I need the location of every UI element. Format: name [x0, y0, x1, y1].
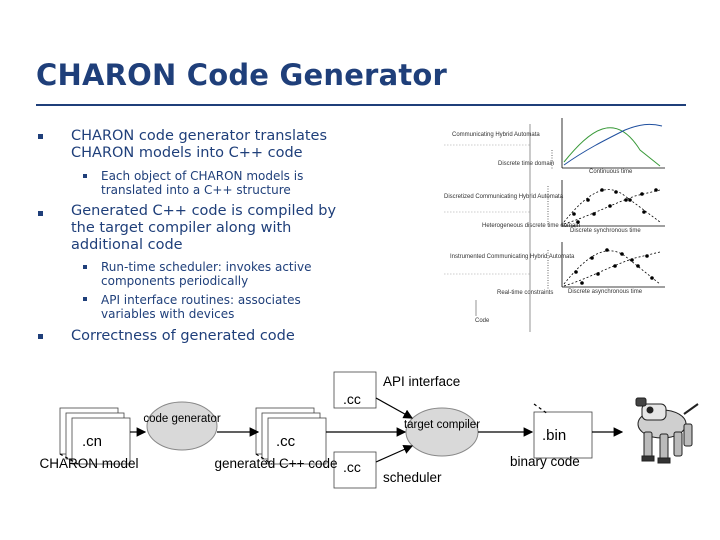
code-generator-node [146, 401, 218, 451]
sub-bullet-marker [83, 265, 87, 269]
binary-code-label: binary code [510, 454, 580, 469]
label-heterogeneous: Heterogeneous discrete time domain [482, 223, 580, 229]
bin-file-label: .bin [542, 427, 566, 444]
sub-bullet-2-1: Run-time scheduler: invokes active compo… [101, 260, 312, 288]
target-compiler-node [405, 407, 479, 457]
label-hybrid: Communicating Hybrid Automata [452, 132, 540, 138]
robot-dog-image [635, 397, 699, 464]
label-realtime: Real-time constraints [497, 290, 553, 296]
bullet-3: Correctness of generated code [71, 328, 295, 344]
label-discrete-domain: Discrete time domain [498, 161, 554, 167]
scheduler-label: scheduler [383, 470, 442, 485]
bullet-marker [38, 211, 43, 216]
label-code: Code [475, 318, 490, 324]
cc-file-label: .cc [276, 433, 296, 450]
cc-file-stack [255, 407, 327, 465]
label-discretized: Discretized Communicating Hybrid Automat… [444, 194, 564, 200]
label-instrumented: Instrumented Communicating Hybrid Automa… [450, 254, 575, 260]
bullet-marker [38, 334, 43, 339]
svg-text:.cc: .cc [343, 459, 361, 475]
svg-text:.cc: .cc [343, 391, 361, 407]
svg-text:code generator: code generator [143, 413, 221, 425]
sub-bullet-marker [83, 297, 87, 301]
sub-bullet-1-1: Each object of CHARON models is translat… [101, 169, 304, 197]
charon-model-label: CHARON model [39, 456, 138, 471]
cn-file-stack [59, 407, 131, 465]
scheduler-cc-file [333, 451, 377, 489]
bullet-marker [38, 134, 43, 139]
label-continuous: Continuous time [589, 169, 633, 175]
label-discrete-sync2: Discrete asynchronous time [568, 289, 643, 295]
api-interface-label: API interface [383, 374, 460, 389]
sub-bullet-marker [83, 174, 87, 178]
slide-title: CHARON Code Generator [36, 58, 448, 92]
continuous-curve-green [563, 127, 661, 167]
continuous-curve-blue [563, 123, 663, 166]
svg-text:target compiler: target compiler [404, 419, 480, 431]
bullet-2: Generated C++ code is compiled by the ta… [71, 203, 337, 253]
bullet-1: CHARON code generator translates CHARON … [71, 128, 328, 161]
generated-code-label: generated C++ code [214, 456, 337, 471]
cn-file-label: .cn [82, 433, 102, 450]
bin-file [533, 411, 593, 459]
api-cc-file [333, 371, 377, 409]
sub-bullet-2-2: API interface routines: associates varia… [101, 293, 301, 321]
label-discrete-sync: Discrete synchronous time [570, 228, 641, 234]
title-rule [36, 104, 686, 106]
